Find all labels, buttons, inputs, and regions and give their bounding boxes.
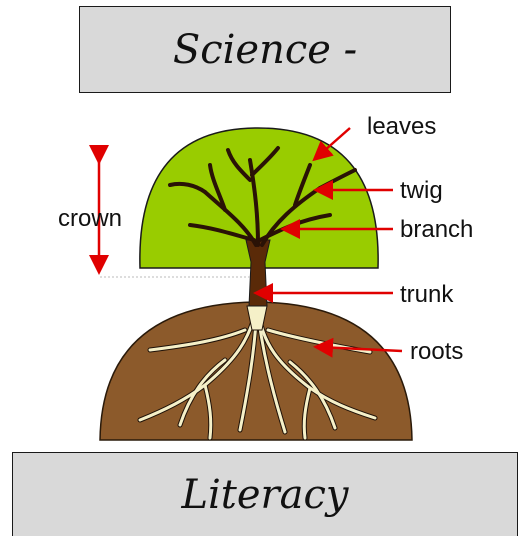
label-branch: branch [400, 216, 473, 243]
literacy-title: Literacy [181, 471, 349, 518]
literacy-title-box: Literacy [12, 452, 518, 536]
label-leaves: leaves [367, 113, 436, 140]
label-trunk: trunk [400, 281, 454, 308]
science-title: Science - [172, 26, 358, 73]
tree-crown [139, 127, 379, 269]
label-roots: roots [410, 338, 463, 365]
tree-trunk [245, 239, 271, 307]
label-twig: twig [400, 177, 443, 204]
label-crown: crown [58, 205, 122, 232]
science-title-box: Science - [79, 6, 451, 93]
tree-branches [168, 146, 357, 247]
roots-arrow [313, 337, 403, 358]
leaves-arrow [312, 127, 351, 162]
